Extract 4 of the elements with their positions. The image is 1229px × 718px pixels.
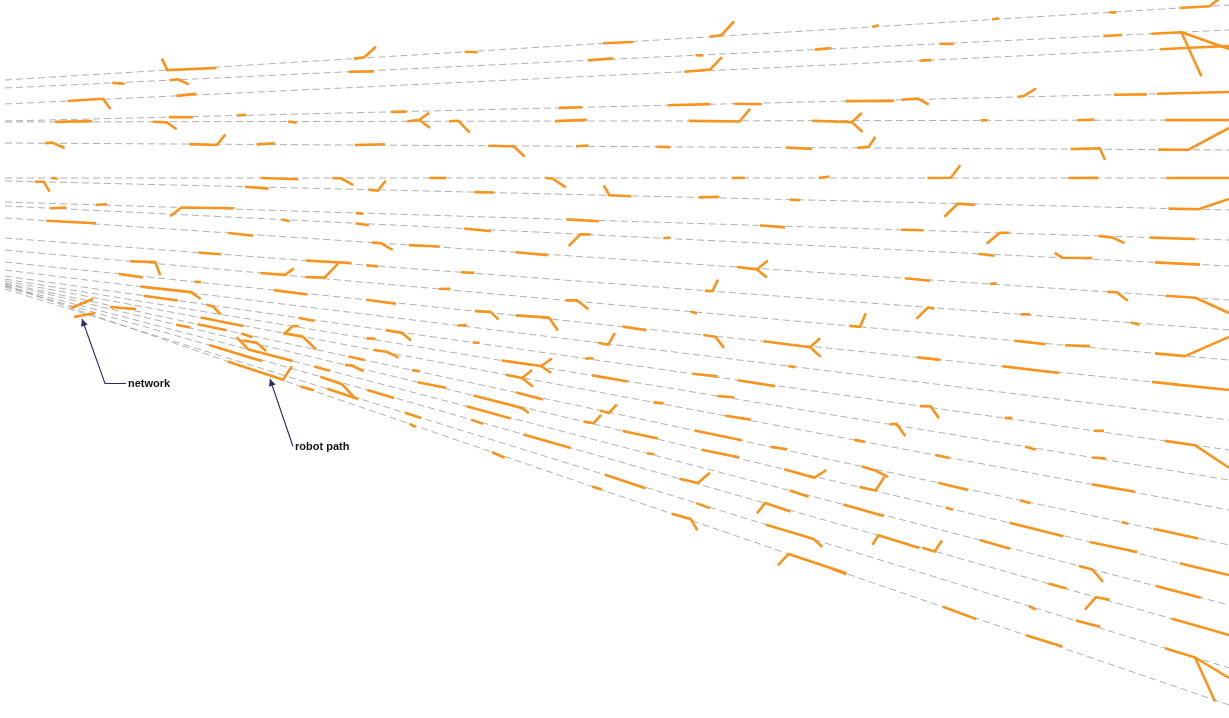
leader-line <box>81 318 127 385</box>
leader-line <box>268 378 294 448</box>
callout-label: network <box>128 377 171 390</box>
callout-label: robot path <box>295 440 350 453</box>
